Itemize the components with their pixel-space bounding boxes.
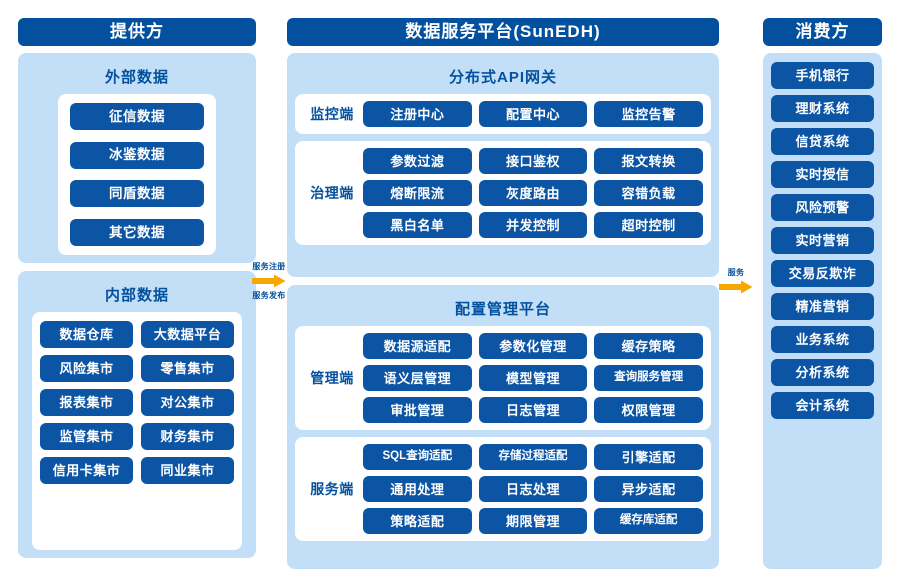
consumer-item[interactable]: 会计系统 (771, 392, 874, 419)
monitoring-items: 注册中心 配置中心 监控告警 (363, 101, 703, 127)
internal-data-item[interactable]: 同业集市 (141, 457, 234, 484)
external-data-item[interactable]: 其它数据 (70, 218, 204, 246)
platform-column: 数据服务平台(SunEDH) 分布式API网关 监控端 注册中心 配置中心 监控… (287, 18, 719, 569)
service-item[interactable]: 期限管理 (478, 508, 588, 534)
monitoring-segment-label: 监控端 (310, 106, 354, 122)
consumer-item[interactable]: 精准营销 (771, 293, 874, 320)
governance-item[interactable]: 灰度路由 (478, 180, 588, 206)
config-platform-title: 配置管理平台 (454, 301, 551, 318)
management-item[interactable]: 参数化管理 (478, 333, 588, 359)
management-item[interactable]: 模型管理 (478, 365, 588, 391)
internal-data-title: 内部数据 (104, 287, 169, 304)
service-segment-label: 服务端 (310, 481, 354, 497)
consumer-item[interactable]: 业务系统 (771, 326, 874, 353)
internal-data-item[interactable]: 风险集市 (40, 355, 133, 382)
service-item[interactable]: SQL查询适配 (363, 444, 472, 470)
internal-data-item[interactable]: 零售集市 (141, 355, 234, 382)
management-item[interactable]: 权限管理 (594, 397, 703, 423)
arrow-right-icon (252, 274, 286, 288)
monitoring-item[interactable]: 注册中心 (363, 101, 472, 127)
consumer-item[interactable]: 理财系统 (771, 95, 874, 122)
internal-data-card: 数据仓库 大数据平台 风险集市 零售集市 报表集市 对公集市 监管集市 财务集市… (32, 312, 242, 550)
external-data-item[interactable]: 同盾数据 (70, 180, 204, 208)
external-data-item[interactable]: 征信数据 (70, 103, 204, 130)
internal-data-grid: 数据仓库 大数据平台 风险集市 零售集市 报表集市 对公集市 监管集市 财务集市… (40, 321, 234, 541)
service-segment: 服务端 SQL查询适配 存储过程适配 引擎适配 通用处理 日志处理 异步适配 策… (295, 437, 711, 541)
service-item[interactable]: 缓存库适配 (594, 508, 703, 534)
service-output-arrow-group: 服务 (718, 252, 754, 310)
consumer-column: 消费方 手机银行 理财系统 信贷系统 实时授信 风险预警 实时营销 交易反欺诈 … (763, 18, 882, 569)
consumer-item[interactable]: 分析系统 (771, 359, 874, 386)
governance-item[interactable]: 黑白名单 (363, 212, 472, 238)
consumer-item[interactable]: 实时营销 (771, 227, 874, 254)
service-item[interactable]: 存储过程适配 (478, 444, 588, 470)
internal-data-item[interactable]: 报表集市 (40, 389, 133, 416)
external-data-panel: 外部数据 征信数据 冰鉴数据 同盾数据 其它数据 (18, 53, 256, 263)
monitoring-item[interactable]: 配置中心 (478, 101, 588, 127)
governance-item[interactable]: 接口鉴权 (478, 148, 588, 174)
internal-data-item[interactable]: 监管集市 (40, 423, 133, 450)
management-segment-label: 管理端 (310, 370, 354, 386)
governance-segment: 治理端 参数过滤 接口鉴权 报文转换 熔断限流 灰度路由 容错负载 黑白名单 并… (295, 141, 711, 245)
governance-item[interactable]: 报文转换 (594, 148, 703, 174)
service-item[interactable]: 日志处理 (478, 476, 588, 502)
arrow-right-top-label: 服务 (727, 267, 745, 277)
internal-data-item[interactable]: 财务集市 (141, 423, 234, 450)
external-data-title: 外部数据 (104, 69, 169, 86)
config-platform-panel: 配置管理平台 管理端 数据源适配 参数化管理 缓存策略 语义层管理 模型管理 查… (287, 285, 719, 569)
management-item[interactable]: 缓存策略 (594, 333, 703, 359)
management-items: 数据源适配 参数化管理 缓存策略 语义层管理 模型管理 查询服务管理 审批管理 … (363, 333, 703, 423)
management-item[interactable]: 数据源适配 (363, 333, 472, 359)
consumer-list: 手机银行 理财系统 信贷系统 实时授信 风险预警 实时营销 交易反欺诈 精准营销… (771, 62, 874, 560)
internal-data-panel: 内部数据 数据仓库 大数据平台 风险集市 零售集市 报表集市 对公集市 监管集市… (18, 271, 256, 558)
external-data-card: 征信数据 冰鉴数据 同盾数据 其它数据 (58, 94, 216, 255)
service-items: SQL查询适配 存储过程适配 引擎适配 通用处理 日志处理 异步适配 策略适配 … (363, 444, 703, 534)
consumer-item[interactable]: 信贷系统 (771, 128, 874, 155)
service-item[interactable]: 异步适配 (594, 476, 703, 502)
management-item[interactable]: 日志管理 (478, 397, 588, 423)
governance-item[interactable]: 参数过滤 (363, 148, 472, 174)
management-segment: 管理端 数据源适配 参数化管理 缓存策略 语义层管理 模型管理 查询服务管理 审… (295, 326, 711, 430)
internal-data-item[interactable]: 数据仓库 (40, 321, 133, 348)
service-register-arrow-group: 服务注册 服务发布 (251, 252, 287, 310)
management-item[interactable]: 语义层管理 (363, 365, 472, 391)
governance-segment-label: 治理端 (310, 185, 354, 201)
external-data-item[interactable]: 冰鉴数据 (70, 141, 204, 169)
management-item[interactable]: 审批管理 (363, 397, 472, 423)
governance-item[interactable]: 熔断限流 (363, 180, 472, 206)
monitoring-item[interactable]: 监控告警 (594, 101, 703, 127)
governance-items: 参数过滤 接口鉴权 报文转换 熔断限流 灰度路由 容错负载 黑白名单 并发控制 … (363, 148, 703, 238)
internal-data-item[interactable]: 对公集市 (141, 389, 234, 416)
api-gateway-panel: 分布式API网关 监控端 注册中心 配置中心 监控告警 治理端 参数过滤 接口鉴… (287, 53, 719, 277)
monitoring-segment: 监控端 注册中心 配置中心 监控告警 (295, 94, 711, 134)
consumer-panel: 手机银行 理财系统 信贷系统 实时授信 风险预警 实时营销 交易反欺诈 精准营销… (763, 53, 882, 569)
api-gateway-title: 分布式API网关 (448, 69, 557, 86)
service-item[interactable]: 通用处理 (363, 476, 472, 502)
arrow-left-top-label: 服务注册 (252, 262, 286, 271)
management-item[interactable]: 查询服务管理 (594, 365, 703, 391)
provider-header: 提供方 (18, 18, 256, 46)
arrow-right-icon (719, 280, 753, 293)
internal-data-item[interactable]: 信用卡集市 (40, 457, 133, 484)
governance-item[interactable]: 并发控制 (478, 212, 588, 238)
consumer-item[interactable]: 手机银行 (771, 62, 874, 89)
consumer-item[interactable]: 交易反欺诈 (771, 260, 874, 287)
governance-item[interactable]: 容错负载 (594, 180, 703, 206)
service-item[interactable]: 引擎适配 (594, 444, 703, 470)
arrow-left-bottom-label: 服务发布 (252, 291, 286, 300)
provider-column: 提供方 外部数据 征信数据 冰鉴数据 同盾数据 其它数据 内部数据 数据仓库 大… (18, 18, 256, 569)
service-item[interactable]: 策略适配 (363, 508, 472, 534)
internal-data-item[interactable]: 大数据平台 (141, 321, 234, 348)
consumer-item[interactable]: 实时授信 (771, 161, 874, 188)
consumer-item[interactable]: 风险预警 (771, 194, 874, 221)
consumer-header: 消费方 (763, 18, 882, 46)
governance-item[interactable]: 超时控制 (594, 212, 703, 238)
platform-header: 数据服务平台(SunEDH) (287, 18, 719, 46)
